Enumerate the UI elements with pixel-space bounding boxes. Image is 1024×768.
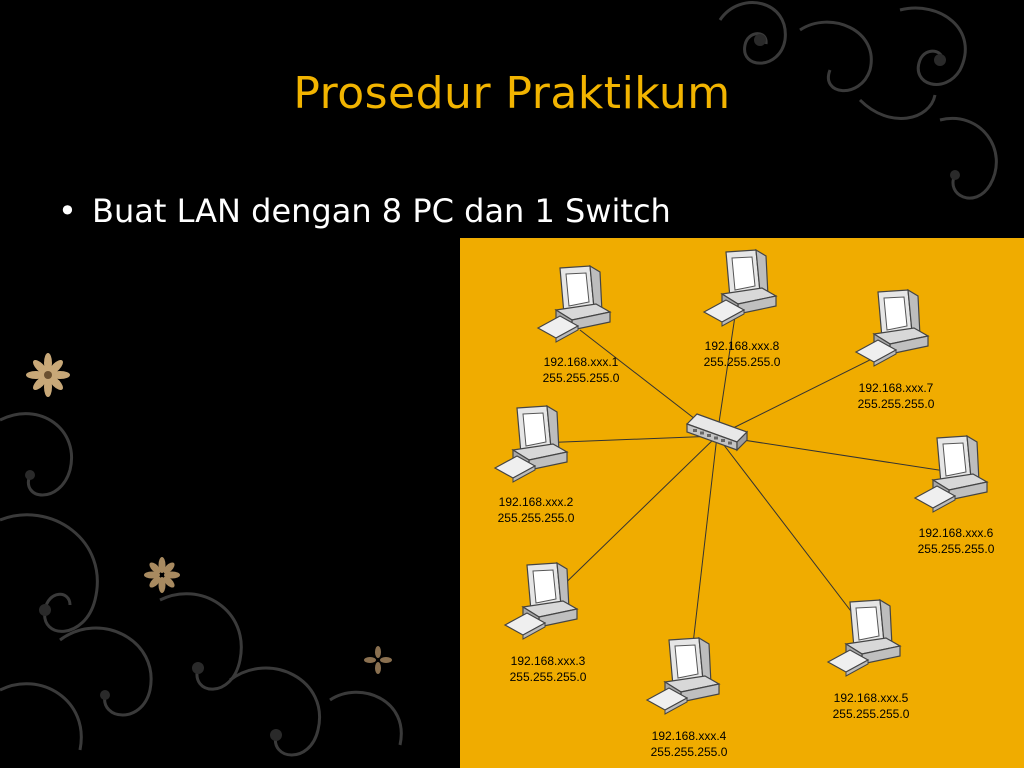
link-pc-5 — [716, 435, 871, 637]
pc-7-mask: 255.255.255.0 — [858, 397, 935, 411]
pc-8-icon — [702, 248, 778, 327]
pc-5-icon — [826, 598, 902, 677]
link-pc-7 — [716, 349, 891, 437]
bullet-item: • Buat LAN dengan 8 PC dan 1 Switch — [58, 192, 671, 230]
pc-7-ip: 192.168.xxx.7 — [859, 381, 934, 395]
pc-1-mask: 255.255.255.0 — [543, 371, 620, 385]
pc-4-mask: 255.255.255.0 — [651, 745, 728, 759]
pc-3-icon — [503, 561, 579, 640]
pc-2-icon — [493, 404, 569, 483]
pc-8-ip: 192.168.xxx.8 — [705, 339, 780, 353]
pc-2-ip: 192.168.xxx.2 — [499, 495, 574, 509]
network-diagram: 192.168.xxx.1 255.255.255.0 192.168.xxx.2 2… — [460, 238, 1024, 768]
pc-3-mask: 255.255.255.0 — [510, 670, 587, 684]
pc-6-icon — [913, 434, 989, 513]
pc-4-ip: 192.168.xxx.4 — [652, 729, 727, 743]
network-diagram-canvas: 192.168.xxx.1 255.255.255.0 192.168.xxx.2 2… — [460, 238, 1024, 768]
link-pc-8 — [716, 315, 736, 437]
pc-3-ip: 192.168.xxx.3 — [511, 654, 586, 668]
bullet-dot: • — [58, 192, 77, 230]
link-pc-6 — [716, 435, 959, 474]
link-pc-4 — [689, 435, 718, 671]
pc-2-mask: 255.255.255.0 — [498, 511, 575, 525]
pc-7-icon — [854, 288, 930, 367]
pc-5-mask: 255.255.255.0 — [833, 707, 910, 721]
switch-icon — [685, 413, 749, 452]
bullet-text: Buat LAN dengan 8 PC dan 1 Switch — [92, 192, 671, 230]
pc-1-ip: 192.168.xxx.1 — [544, 355, 619, 369]
pc-1-icon — [536, 264, 612, 343]
pc-8-mask: 255.255.255.0 — [704, 355, 781, 369]
pc-5-ip: 192.168.xxx.5 — [834, 691, 909, 705]
pc-6-ip: 192.168.xxx.6 — [919, 526, 994, 540]
slide-title: Prosedur Praktikum — [293, 68, 731, 119]
link-pc-3 — [547, 435, 718, 601]
pc-4-icon — [645, 636, 721, 715]
pc-6-mask: 255.255.255.0 — [918, 542, 995, 556]
link-pc-2 — [537, 435, 718, 444]
